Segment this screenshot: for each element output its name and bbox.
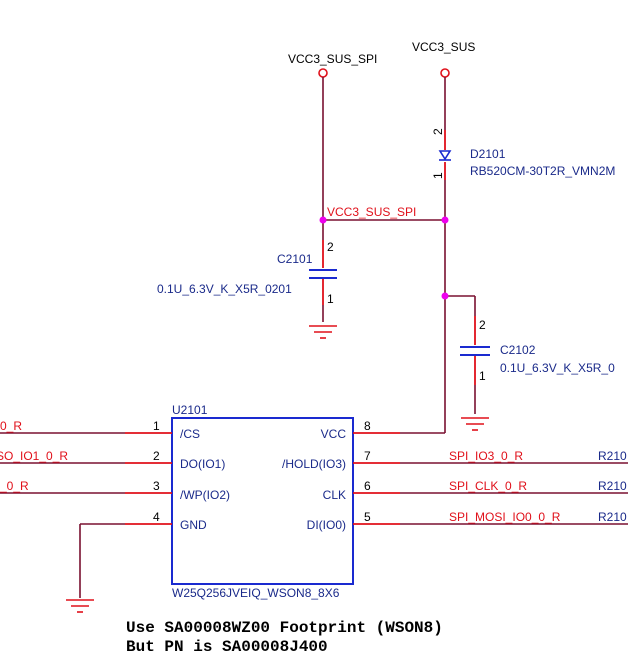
net-label-so-io1[interactable]: SO_IO1_0_R — [0, 449, 68, 463]
diode-d2101[interactable]: 2 1 D2101 RB520CM-30T2R_VMN2M — [431, 128, 615, 180]
ic-pin-8[interactable]: 8 VCC — [321, 419, 371, 441]
power-port-vcc3-sus-spi[interactable]: VCC3_SUS_SPI — [288, 52, 377, 78]
cap-pin-1: 1 — [327, 292, 334, 306]
pin-number: 3 — [153, 479, 160, 493]
junctions — [319, 216, 449, 300]
capacitor-c2102[interactable]: 2 1 C2102 0.1U_6.3V_K_X5R_0 — [460, 316, 615, 385]
pin-name: /CS — [180, 427, 200, 441]
pin-name: CLK — [323, 488, 346, 502]
cap-value: 0.1U_6.3V_K_X5R_0201 — [157, 282, 292, 296]
ic-pin-4[interactable]: 4 GND — [153, 510, 207, 532]
ic-pin-1[interactable]: 1 /CS — [153, 419, 200, 441]
net-label-vcc3-sus-spi[interactable]: VCC3_SUS_SPI — [327, 205, 416, 219]
ground-icon — [309, 325, 337, 339]
power-port-circle-icon — [318, 68, 328, 78]
pin-number: 5 — [364, 510, 371, 524]
pin-name: GND — [180, 518, 207, 532]
pin-number: 4 — [153, 510, 160, 524]
diode-pin-1: 1 — [431, 172, 445, 179]
cap-ref: C2102 — [500, 343, 536, 357]
diode-value: RB520CM-30T2R_VMN2M — [470, 164, 615, 178]
pin-number: 8 — [364, 419, 371, 433]
ic-body — [171, 417, 354, 585]
net-label-cs[interactable]: 0_R — [0, 419, 22, 433]
ic-pin-6[interactable]: 6 CLK — [323, 479, 371, 502]
cap-pin-1: 1 — [479, 369, 486, 383]
ic-u2101[interactable]: U2101 W25Q256JVEIQ_WSON8_8X6 1 /CS 2 DO(… — [125, 403, 400, 600]
note-footprint: Use SA00008WZ00 Footprint (WSON8) — [126, 619, 443, 637]
ic-ref: U2101 — [172, 403, 208, 417]
pin-number: 7 — [364, 449, 371, 463]
cap-pin-2: 2 — [479, 318, 486, 332]
power-port-circle-icon — [440, 68, 450, 78]
pin-number: 1 — [153, 419, 160, 433]
diode-pin-2: 2 — [431, 128, 445, 135]
diode-icon — [438, 150, 452, 161]
ic-pin-2[interactable]: 2 DO(IO1) — [153, 449, 225, 471]
resistor-ref: R210 — [598, 479, 627, 493]
ic-pin-5[interactable]: 5 DI(IO0) — [307, 510, 371, 532]
cap-pin-2: 2 — [327, 240, 334, 254]
ic-pin-3[interactable]: 3 /WP(IO2) — [153, 479, 230, 502]
pin-name: /HOLD(IO3) — [282, 457, 346, 471]
diode-ref: D2101 — [470, 147, 506, 161]
ground-icon — [66, 599, 94, 613]
ground-icon — [461, 417, 489, 431]
cap-value: 0.1U_6.3V_K_X5R_0 — [500, 361, 615, 375]
ic-pin-7[interactable]: 7 /HOLD(IO3) — [282, 449, 371, 471]
net-label-wp[interactable]: _0_R — [0, 479, 29, 493]
note-part-number: But PN is SA00008J400 — [126, 638, 328, 656]
pin-name: DO(IO1) — [180, 457, 225, 471]
resistor-ref: R210 — [598, 510, 627, 524]
junction-dot — [441, 292, 449, 300]
power-port-vcc3-sus[interactable]: VCC3_SUS — [412, 40, 475, 78]
pin-number: 6 — [364, 479, 371, 493]
junction-dot — [319, 216, 327, 224]
net-label-spi-io3[interactable]: SPI_IO3_0_R — [449, 449, 523, 463]
resistor-ref: R210 — [598, 449, 627, 463]
pin-name: DI(IO0) — [307, 518, 346, 532]
junction-dot — [441, 216, 449, 224]
power-port-label: VCC3_SUS_SPI — [288, 52, 377, 66]
power-port-label: VCC3_SUS — [412, 40, 475, 54]
capacitor-c2101[interactable]: 2 1 C2101 0.1U_6.3V_K_X5R_0201 — [157, 240, 337, 306]
ic-part-number: W25Q256JVEIQ_WSON8_8X6 — [172, 586, 340, 600]
cap-ref: C2101 — [277, 252, 313, 266]
net-label-spi-clk[interactable]: SPI_CLK_0_R — [449, 479, 527, 493]
net-label-spi-mosi-io0[interactable]: SPI_MOSI_IO0_0_R — [449, 510, 561, 524]
pin-name: VCC — [321, 427, 347, 441]
pin-number: 2 — [153, 449, 160, 463]
pin-name: /WP(IO2) — [180, 488, 230, 502]
